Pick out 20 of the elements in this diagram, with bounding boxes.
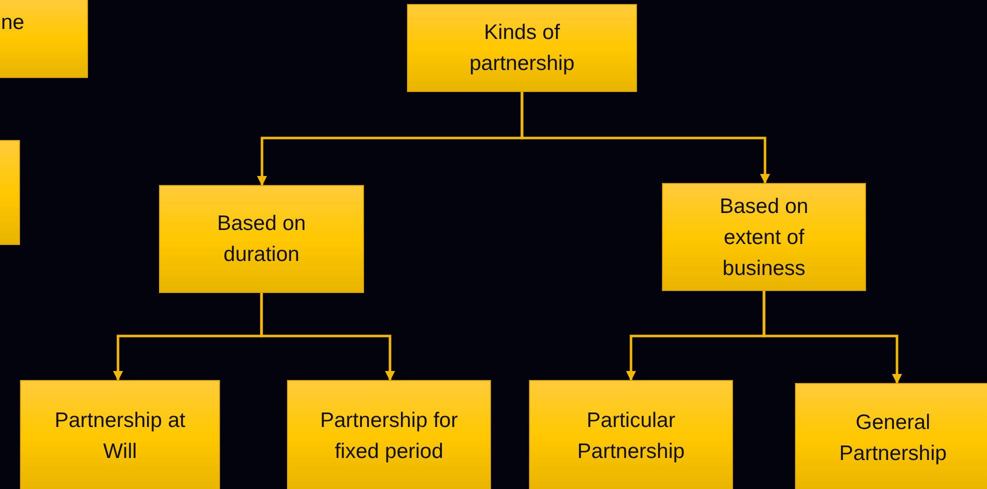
box-label: General Partnership	[838, 410, 948, 467]
box-label: Partnership for fixed period	[319, 408, 459, 465]
box-label: Partnership at Will	[54, 408, 186, 465]
category-box	[662, 183, 866, 291]
connector-arrow	[762, 291, 902, 384]
box-label: Based on duration	[216, 211, 307, 268]
category-box	[287, 380, 491, 489]
category-box	[529, 380, 733, 489]
connector-arrow	[260, 293, 395, 381]
connector-arrow	[520, 92, 770, 184]
category-box	[0, 140, 20, 245]
category-box	[20, 380, 220, 489]
box-label: Kinds of partnership	[468, 20, 576, 77]
category-box	[407, 4, 637, 92]
box-label: ne	[1, 10, 24, 36]
category-box	[795, 383, 987, 489]
box-label: Particular Partnership	[576, 408, 686, 465]
box-label: Based on extent of business	[718, 194, 810, 282]
category-box	[0, 0, 88, 78]
category-box	[159, 185, 364, 293]
